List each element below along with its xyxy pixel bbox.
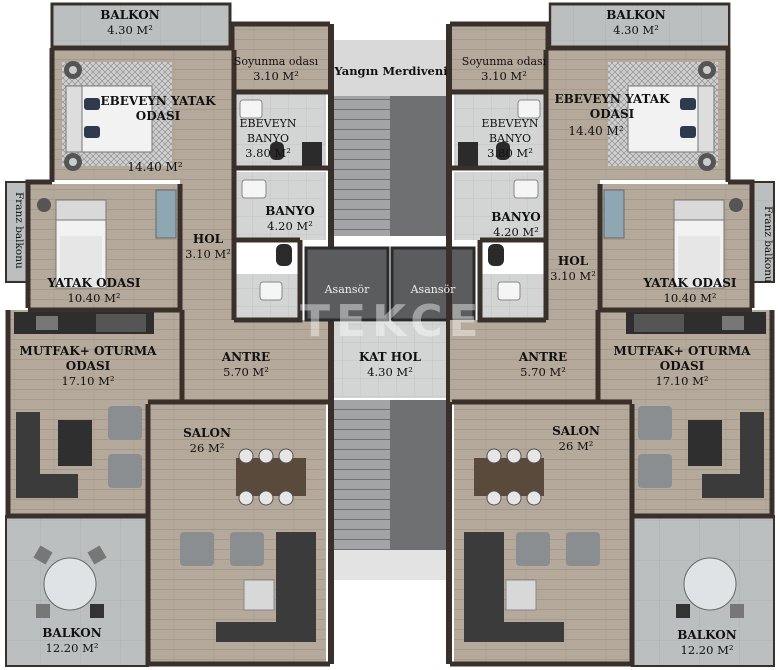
single-bed-left xyxy=(37,189,177,289)
master-bed-left xyxy=(62,61,172,171)
asansor-right-shaft xyxy=(390,246,476,322)
left-center-wall xyxy=(328,24,334,664)
asansor-left-shaft xyxy=(304,246,390,322)
soyunma-left-floor xyxy=(232,26,328,92)
balcony-table-left xyxy=(33,545,107,618)
asansor-left-label: Asansör xyxy=(324,283,370,296)
hol-left-floor xyxy=(180,180,234,320)
kat-hol-floor xyxy=(334,322,448,398)
core xyxy=(304,24,476,664)
yangin-merdiveni-label: Yangın Merdiveni xyxy=(334,64,448,78)
watermark: TEKCE xyxy=(300,296,485,347)
ebeveyn-left-area: 14.40 M² xyxy=(127,160,183,174)
dining-table-left xyxy=(236,448,306,506)
left-walls xyxy=(5,21,330,667)
antre-left-floor xyxy=(180,320,330,402)
ebeveyn-right-area: 14.40 M² xyxy=(568,124,624,138)
franz-right-label: Franz balkonu xyxy=(762,206,774,283)
asansor-right-label: Asansör xyxy=(410,283,456,296)
right-unit xyxy=(450,2,775,667)
left-unit xyxy=(5,2,334,667)
franz-left-label: Franz balkonu xyxy=(13,192,25,269)
